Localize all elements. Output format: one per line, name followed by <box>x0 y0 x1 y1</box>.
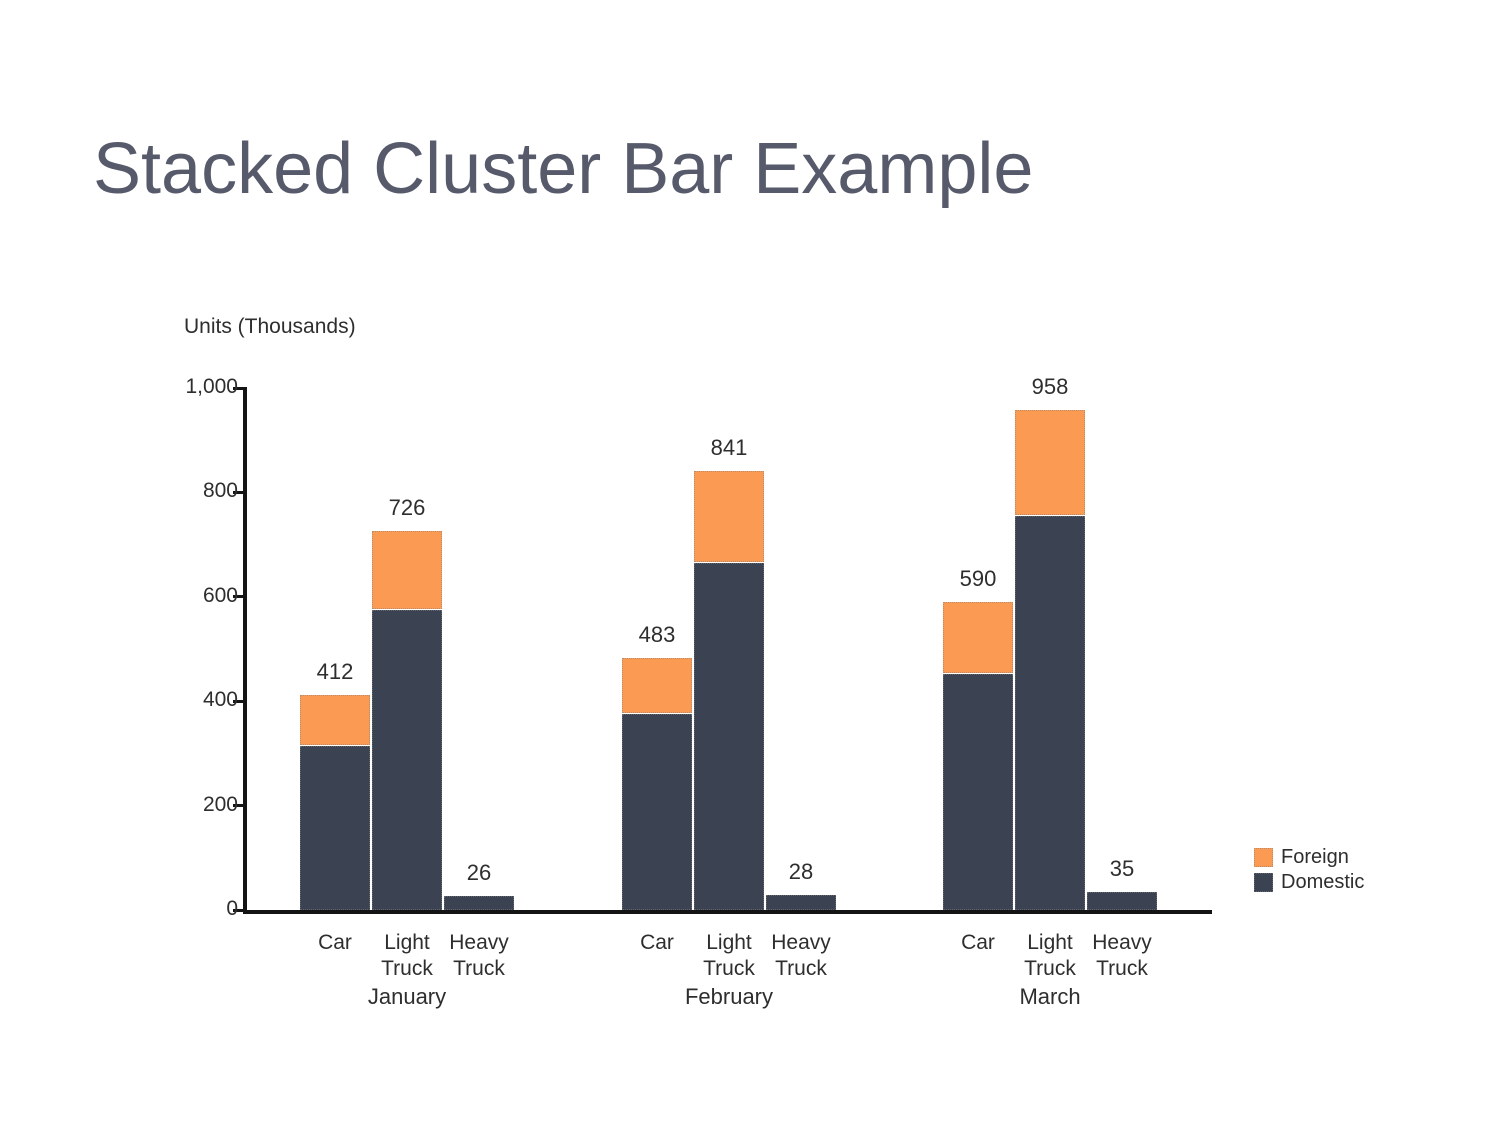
bar-segment-foreign <box>1015 410 1085 515</box>
bar-category-label: Light Truck <box>381 931 433 980</box>
legend-item-domestic: Domestic <box>1254 870 1364 895</box>
bar-category-label: Heavy Truck <box>1092 931 1152 980</box>
bar-category-label: Car <box>961 931 995 954</box>
legend-label-foreign: Foreign <box>1281 846 1349 868</box>
bar-total-label: 958 <box>1031 374 1069 399</box>
bar-total-label: 841 <box>710 435 748 460</box>
y-axis-title: Units (Thousands) <box>184 315 356 338</box>
x-axis-line <box>243 910 1212 914</box>
month-label: March <box>1019 984 1081 1009</box>
y-tick-label: 0 <box>226 897 238 920</box>
bar-category-label: Car <box>640 931 674 954</box>
bar-total-label: 726 <box>388 495 426 520</box>
bar-segment-domestic <box>943 674 1013 910</box>
y-tick-label: 1,000 <box>185 375 238 398</box>
bar-total-label: 26 <box>466 860 492 885</box>
y-tick-label: 400 <box>202 688 238 711</box>
bar-segment-domestic <box>444 896 514 910</box>
bar-category-label: Light Truck <box>1024 931 1076 980</box>
y-tick-label: 800 <box>202 479 238 502</box>
y-tick <box>233 491 243 494</box>
legend: Foreign Domestic <box>1254 845 1364 895</box>
legend-swatch-domestic <box>1254 873 1273 892</box>
y-tick <box>233 700 243 703</box>
bar-category-label: Car <box>318 931 352 954</box>
bar-category-label: Heavy Truck <box>771 931 831 980</box>
bar-segment-foreign <box>300 695 370 745</box>
month-label: January <box>367 984 447 1009</box>
bar-segment-foreign <box>372 531 442 609</box>
bar-segment-foreign <box>943 602 1013 673</box>
page-title: Stacked Cluster Bar Example <box>93 129 1034 209</box>
y-axis-line <box>243 387 247 914</box>
legend-item-foreign: Foreign <box>1254 845 1364 870</box>
bar-segment-foreign <box>694 471 764 562</box>
y-tick <box>233 387 243 390</box>
y-tick <box>233 909 243 912</box>
y-tick-label: 200 <box>202 793 238 816</box>
month-label: February <box>684 984 774 1009</box>
y-tick <box>233 595 243 598</box>
bar-total-label: 590 <box>959 566 997 591</box>
bar-segment-domestic <box>372 610 442 910</box>
legend-swatch-foreign <box>1254 848 1273 867</box>
y-tick-label: 600 <box>202 584 238 607</box>
bar-category-label: Light Truck <box>703 931 755 980</box>
bar-category-label: Heavy Truck <box>449 931 509 980</box>
bar-segment-domestic <box>622 714 692 910</box>
bar-total-label: 35 <box>1109 856 1135 881</box>
bar-segment-domestic <box>766 895 836 910</box>
bar-segment-domestic <box>1015 516 1085 910</box>
legend-label-domestic: Domestic <box>1281 871 1365 893</box>
bar-total-label: 28 <box>788 859 814 884</box>
bar-total-label: 483 <box>638 622 676 647</box>
y-tick <box>233 804 243 807</box>
bar-segment-domestic <box>300 746 370 910</box>
bar-segment-domestic <box>1087 892 1157 910</box>
bar-segment-foreign <box>622 658 692 713</box>
bar-segment-domestic <box>694 563 764 910</box>
bar-total-label: 412 <box>316 659 354 684</box>
